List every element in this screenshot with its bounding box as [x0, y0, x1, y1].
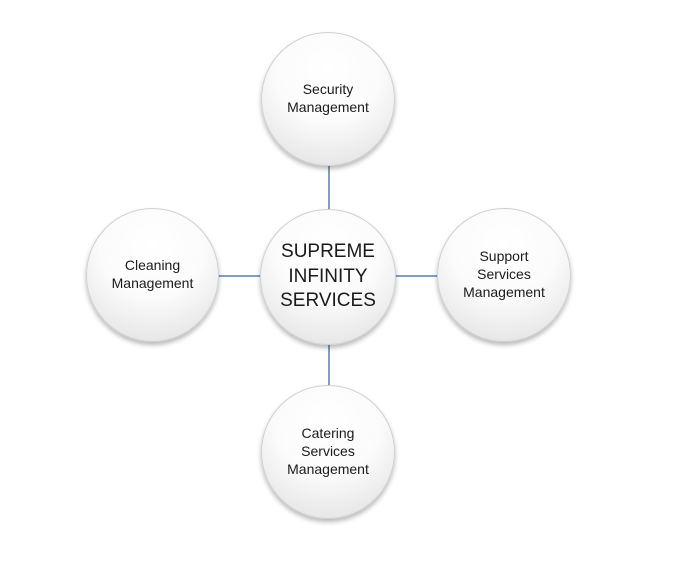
connector-top	[328, 166, 330, 210]
label-line: Support	[479, 248, 529, 265]
center-label: SUPREME INFINITY SERVICES	[280, 240, 376, 314]
label-line: Security	[302, 81, 354, 98]
label-line: Management	[287, 460, 369, 477]
label-line: SUPREME	[281, 240, 375, 262]
node-catering-services-management: Catering Services Management	[261, 385, 395, 519]
node-cleaning-management: Cleaning Management	[86, 208, 219, 342]
label-line: SERVICES	[280, 290, 376, 312]
label-line: INFINITY	[288, 265, 368, 287]
label-line: Catering	[301, 425, 355, 442]
node-security-management: Security Management	[261, 32, 395, 166]
node-label: Cleaning Management	[112, 257, 194, 293]
node-label: Support Services Management	[463, 248, 545, 302]
label-line: Cleaning	[124, 257, 181, 274]
label-line: Management	[287, 99, 369, 115]
label-line: Services	[477, 266, 531, 283]
node-label: Catering Services Management	[287, 425, 369, 479]
connector-right	[396, 275, 438, 277]
label-line: Services	[301, 443, 355, 460]
connector-bottom	[328, 344, 330, 386]
node-support-services-management: Support Services Management	[437, 208, 571, 342]
label-line: Management	[463, 283, 545, 300]
node-label: Security Management	[287, 81, 369, 117]
node-supreme-infinity-services: SUPREME INFINITY SERVICES	[260, 209, 396, 345]
connector-left	[218, 275, 260, 277]
label-line: Management	[111, 275, 194, 291]
